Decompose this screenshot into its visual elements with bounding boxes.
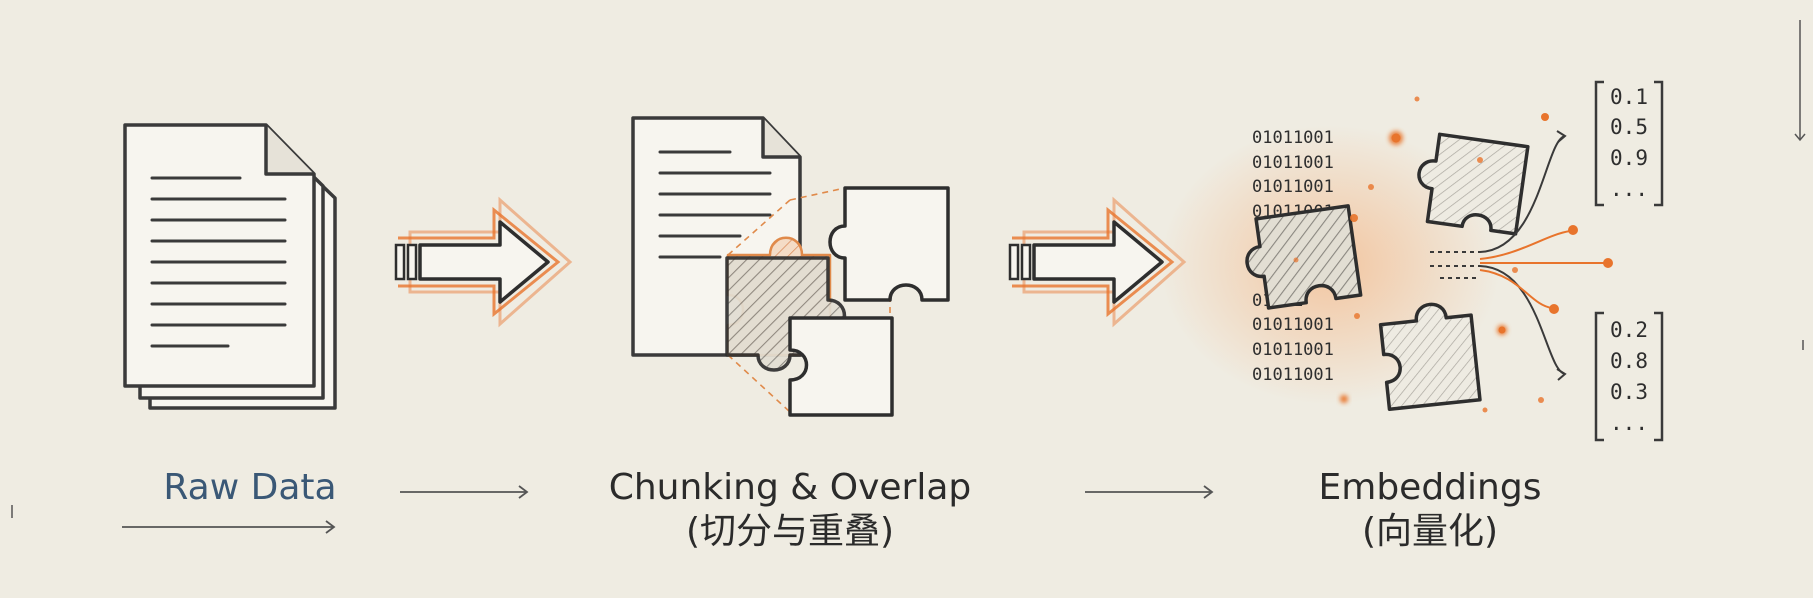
- stage-title: Embeddings: [1318, 467, 1542, 508]
- arrow-right-icon: [394, 196, 573, 328]
- edge-marks: [11, 20, 1806, 518]
- vector-value: ...: [1610, 411, 1648, 435]
- vector-value: 0.1: [1610, 85, 1648, 109]
- puzzle-piece-icon: [1245, 204, 1363, 310]
- document-text-lines: [150, 176, 287, 348]
- puzzle-piece-icon: [828, 186, 950, 302]
- binary-row: 01011001: [1252, 340, 1334, 360]
- vector-bracket-top: [1594, 80, 1664, 207]
- orange-particles: [1293, 96, 1549, 413]
- embedding-connectors: [1430, 130, 1605, 381]
- stage-title: Chunking & Overlap: [608, 467, 972, 508]
- vector-value: 0.3: [1610, 380, 1648, 404]
- binary-row: 01011001: [1252, 153, 1334, 173]
- vector-value: 0.8: [1610, 349, 1648, 373]
- stage-title: Raw Data: [163, 467, 337, 508]
- puzzle-piece-icon: [1378, 302, 1482, 411]
- vector-value: 0.9: [1610, 146, 1648, 170]
- vector-value: 0.2: [1610, 318, 1648, 342]
- stage-subtitle: (向量化): [1361, 511, 1499, 552]
- puzzle-piece-icon: [788, 316, 894, 417]
- stage-label-chunking: Chunking & Overlap (切分与重叠): [580, 466, 1000, 554]
- flow-arrow: [122, 485, 1214, 534]
- stage-label-embeddings: Embeddings (向量化): [1260, 466, 1600, 554]
- stage-subtitle: (切分与重叠): [685, 511, 895, 552]
- binary-stream-bottom: 01011 01011001 01011001 01011001: [1252, 291, 1334, 385]
- vector-values-top: 0.1 0.5 0.9 ...: [1610, 85, 1648, 201]
- binary-row: 01011001: [1252, 177, 1334, 197]
- vector-bracket-bottom: [1594, 311, 1664, 442]
- arrow-right-icon: [1008, 196, 1187, 328]
- puzzle-piece-icon: [1417, 132, 1530, 236]
- vector-value: 0.5: [1610, 115, 1648, 139]
- vector-values-bottom: 0.2 0.8 0.3 ...: [1610, 318, 1648, 435]
- binary-row: 01011001: [1252, 365, 1334, 385]
- document-stack-icon: [123, 123, 337, 410]
- stage-label-raw: Raw Data: [100, 466, 400, 510]
- orange-nodes: [1549, 225, 1613, 314]
- vector-value: ...: [1610, 177, 1648, 201]
- binary-row: 01011001: [1252, 128, 1334, 148]
- binary-row: 01011001: [1252, 315, 1334, 335]
